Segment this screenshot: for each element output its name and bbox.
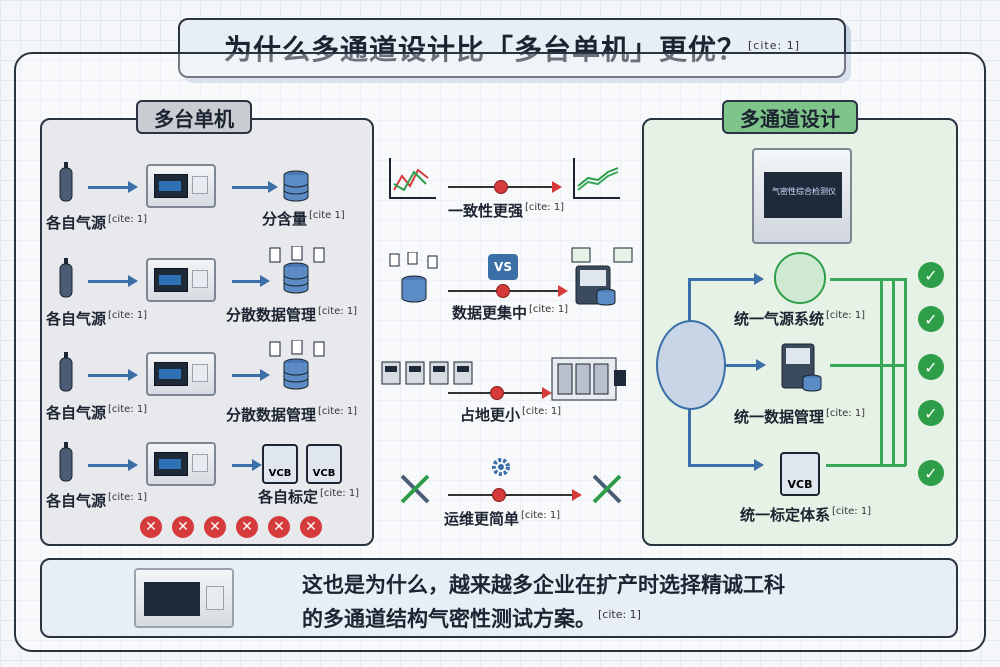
feedback-line bbox=[830, 278, 906, 281]
check-mark-icon: ✓ bbox=[918, 400, 944, 426]
tester-machine bbox=[146, 164, 216, 208]
tester-machine bbox=[146, 352, 216, 396]
document-icons bbox=[269, 340, 325, 357]
result-label: 各自标定[cite: 1] bbox=[258, 488, 360, 506]
multiple-machines-icon bbox=[381, 361, 473, 385]
source-label: 各自气源[cite: 1] bbox=[46, 492, 148, 510]
calibration-icon: VCB bbox=[306, 444, 342, 484]
unified-label: 统一数据管理[cite: 1] bbox=[734, 408, 866, 426]
benefit-label: 数据更集中[cite: 1] bbox=[452, 304, 569, 322]
stable-chart-icon bbox=[573, 158, 620, 199]
x-mark-icon: ✕ bbox=[172, 516, 194, 538]
benefit-label: 运维更简单[cite: 1] bbox=[444, 510, 561, 528]
flow-arrow bbox=[88, 181, 138, 193]
source-label: 各自气源[cite: 1] bbox=[46, 214, 148, 232]
flow-arrow bbox=[688, 273, 764, 285]
x-mark-icon: ✕ bbox=[300, 516, 322, 538]
left-panel-tag: 多台单机 bbox=[136, 100, 252, 134]
multichannel-station-icon bbox=[551, 357, 626, 401]
multichannel-tester: 气密性综合检测仪 bbox=[752, 148, 852, 244]
check-mark-icon: ✓ bbox=[918, 262, 944, 288]
feedback-line bbox=[904, 278, 907, 466]
page-title: 为什么多通道设计比「多台单机」更优？[cite: 1] bbox=[224, 33, 800, 66]
source-label: 各自气源[cite: 1] bbox=[46, 404, 148, 422]
title-cite: [cite: 1] bbox=[748, 38, 800, 52]
right-panel-tag: 多通道设计 bbox=[722, 100, 858, 134]
conclusion-text: 这也是为什么，越来越多企业在扩产时选择精诚工科 的多通道结构气密性测试方案。[c… bbox=[302, 573, 785, 631]
unified-label: 统一气源系统[cite: 1] bbox=[734, 310, 866, 328]
x-mark-icon: ✕ bbox=[140, 516, 162, 538]
data-terminal-icon bbox=[781, 343, 822, 392]
flow-arrow bbox=[688, 459, 764, 471]
gas-cylinder-icon bbox=[59, 162, 73, 202]
improvement-arrow bbox=[448, 284, 568, 298]
vs-badge: VS bbox=[488, 254, 518, 280]
flow-arrow bbox=[88, 275, 138, 287]
messy-chart-icon bbox=[389, 158, 436, 199]
feedback-line bbox=[830, 364, 906, 367]
improvement-arrow bbox=[448, 180, 562, 194]
gear-icon bbox=[492, 458, 510, 476]
benefit-label: 一致性更强[cite: 1] bbox=[448, 202, 565, 220]
flow-arrow bbox=[232, 275, 270, 287]
gas-system-icon bbox=[774, 252, 826, 304]
flow-arrow bbox=[232, 369, 270, 381]
central-gas-cylinder-icon bbox=[656, 320, 726, 410]
gas-cylinder-icon bbox=[59, 442, 73, 482]
scattered-data-icon bbox=[389, 252, 438, 303]
wrench-screwdriver-icon bbox=[592, 474, 622, 504]
flow-arrow bbox=[88, 459, 138, 471]
x-mark-icon: ✕ bbox=[236, 516, 258, 538]
machine-screen-text: 气密性综合检测仪 bbox=[772, 187, 836, 196]
conclusion-box: 这也是为什么，越来越多企业在扩产时选择精诚工科 的多通道结构气密性测试方案。[c… bbox=[40, 558, 958, 638]
source-label: 各自气源[cite: 1] bbox=[46, 310, 148, 328]
flow-arrow bbox=[232, 181, 278, 193]
calibration-icon: VCB bbox=[780, 452, 820, 496]
database-icon bbox=[283, 262, 309, 294]
title-box: 为什么多通道设计比「多台单机」更优？[cite: 1] bbox=[178, 18, 846, 78]
x-mark-icon: ✕ bbox=[268, 516, 290, 538]
flow-arrow bbox=[726, 359, 766, 371]
result-label: 分散数据管理[cite: 1] bbox=[226, 306, 358, 324]
result-label: 分含量[cite 1] bbox=[262, 210, 345, 228]
tester-machine bbox=[146, 258, 216, 302]
improvement-arrow bbox=[448, 386, 552, 400]
document-icons bbox=[269, 246, 325, 263]
database-icon bbox=[283, 358, 309, 390]
feedback-line bbox=[826, 464, 906, 467]
feedback-line bbox=[892, 278, 895, 466]
flow-line bbox=[688, 408, 691, 466]
unified-label: 统一标定体系[cite: 1] bbox=[740, 506, 872, 524]
check-mark-icon: ✓ bbox=[918, 354, 944, 380]
flow-arrow bbox=[88, 369, 138, 381]
flow-arrow bbox=[232, 459, 262, 471]
product-image bbox=[134, 568, 234, 628]
benefit-label: 占地更小[cite: 1] bbox=[460, 406, 562, 424]
flow-line bbox=[688, 278, 691, 322]
check-mark-icon: ✓ bbox=[918, 306, 944, 332]
result-label: 分散数据管理[cite: 1] bbox=[226, 406, 358, 424]
wrench-screwdriver-icon bbox=[400, 474, 430, 504]
tester-machine bbox=[146, 442, 216, 486]
calibration-icon: VCB bbox=[262, 444, 298, 484]
gas-cylinder-icon bbox=[59, 258, 73, 298]
gas-cylinder-icon bbox=[59, 352, 73, 392]
feedback-line bbox=[880, 278, 883, 466]
database-icon bbox=[283, 170, 309, 202]
x-mark-icon: ✕ bbox=[204, 516, 226, 538]
improvement-arrow bbox=[448, 488, 582, 502]
central-data-icon bbox=[571, 247, 633, 306]
check-mark-icon: ✓ bbox=[918, 460, 944, 486]
